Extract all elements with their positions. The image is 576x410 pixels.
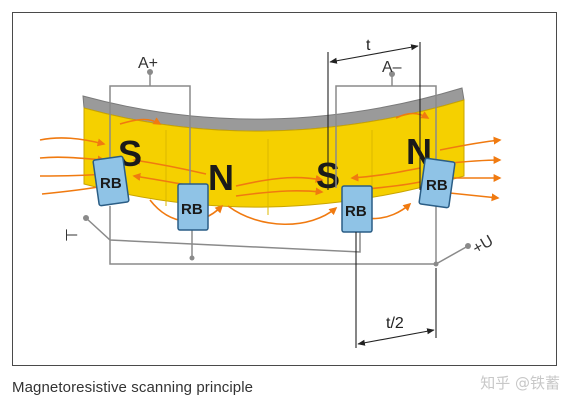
ground-lead <box>85 217 361 253</box>
sensor-rb-4: RB <box>418 157 456 209</box>
field-line <box>132 157 207 175</box>
sensors: RB RB RB RB <box>92 155 456 233</box>
sensor-rb-3: RB <box>341 185 373 233</box>
half-pitch-dimension <box>355 232 437 348</box>
a-minus-terminal <box>389 71 395 77</box>
wire-nodes <box>83 69 471 267</box>
watermark: 知乎 @铁蓄 <box>480 374 560 392</box>
a-plus-terminal <box>147 69 153 75</box>
sensor-label: RB <box>426 177 448 194</box>
figure-caption: Magnetoresistive scanning principle <box>12 379 254 396</box>
ground-terminal <box>83 215 89 221</box>
field-line <box>119 117 162 125</box>
sensor-rb-2: RB <box>177 183 209 231</box>
a-minus-bridge <box>335 85 437 188</box>
half-pitch-label: t/2 <box>386 315 404 332</box>
diagram: S N S N RB RB RB <box>39 37 502 348</box>
field-line <box>39 137 106 147</box>
ground-label: ⊥ <box>62 228 79 242</box>
field-line <box>227 205 338 226</box>
supply-terminal <box>465 243 471 249</box>
field-line <box>41 183 106 195</box>
a-plus-label: A+ <box>138 55 158 72</box>
field-line <box>395 111 430 119</box>
junction <box>189 255 195 261</box>
field-line <box>235 187 324 197</box>
a-minus-label: A– <box>382 59 402 76</box>
pitch-label: t <box>366 37 371 54</box>
supply-label: +U <box>470 232 497 257</box>
field-line <box>235 174 324 187</box>
pitch-dimension <box>327 42 421 190</box>
sensor-rb-1: RB <box>92 155 130 207</box>
sensor-label: RB <box>181 201 203 218</box>
field-line <box>439 136 502 151</box>
supply-lead <box>109 240 469 265</box>
pole-label-n1: N <box>208 157 234 198</box>
sensor-label: RB <box>100 175 122 192</box>
sensor-label: RB <box>345 203 367 220</box>
wiring <box>85 72 469 265</box>
field-line <box>350 167 421 182</box>
junction <box>433 261 439 267</box>
